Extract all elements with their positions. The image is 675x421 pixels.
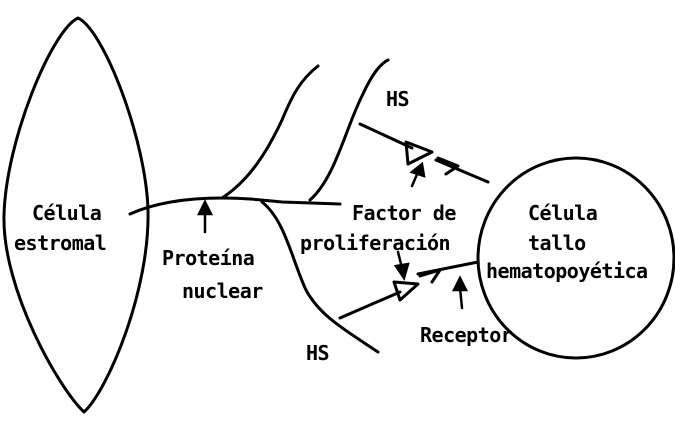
label-celula-estromal-1: Célula xyxy=(32,200,101,226)
upper-branch-1 xyxy=(222,66,318,198)
arrow-lower-receptor-head xyxy=(396,264,408,278)
arrow-nuclear-protein-head xyxy=(199,202,211,214)
factor-line-upper xyxy=(436,160,488,182)
label-celula-tallo-1: Célula xyxy=(528,200,597,226)
label-celula-tallo-3: hematopoyética xyxy=(486,258,648,284)
label-proteina-nuclear-1: Proteína xyxy=(162,245,254,271)
hs-top-line xyxy=(360,124,412,148)
receptor-triangle-lower xyxy=(394,282,418,300)
hs-bottom-line xyxy=(340,292,400,318)
label-factor-proliferacion-2: proliferación xyxy=(300,230,450,256)
label-receptor: Receptor xyxy=(420,322,512,348)
label-hs-top: HS xyxy=(386,86,409,112)
label-hs-bottom: HS xyxy=(306,340,329,366)
arrow-upper-receptor-head xyxy=(412,164,424,176)
label-celula-tallo-2: tallo xyxy=(528,230,586,256)
label-celula-estromal-2: estromal xyxy=(14,230,106,256)
receptor-triangle-upper xyxy=(406,142,432,164)
factor-line-lower xyxy=(418,262,478,274)
label-proteina-nuclear-2: nuclear xyxy=(182,278,263,304)
label-factor-proliferacion-1: Factor de xyxy=(352,200,456,226)
nuclear-protein-line xyxy=(130,198,340,214)
arrow-receptor-head xyxy=(454,278,466,290)
